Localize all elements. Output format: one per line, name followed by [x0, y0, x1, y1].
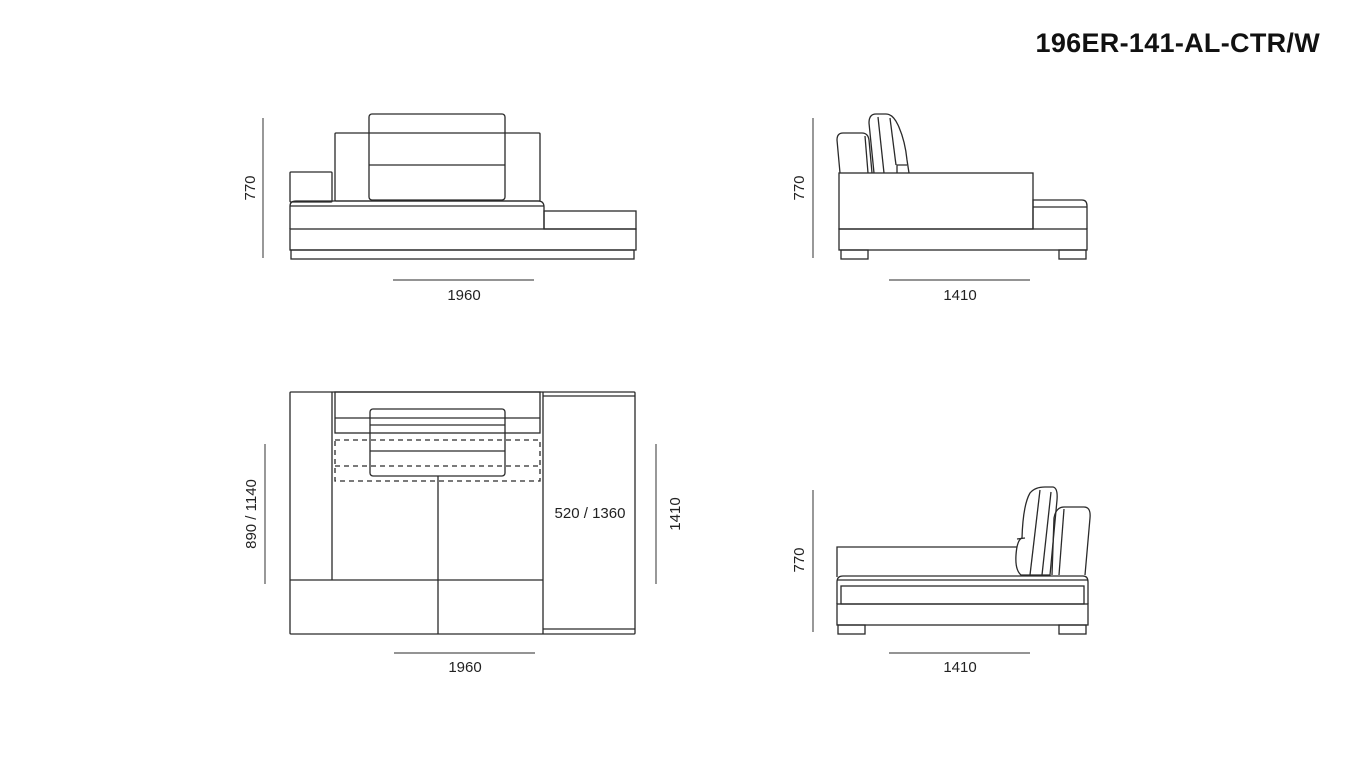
foot [1058, 624, 1087, 635]
chaise [1032, 199, 1088, 229]
armrest [289, 171, 333, 203]
foot [1058, 249, 1087, 260]
height-label: 770 [791, 547, 808, 572]
foot [837, 624, 866, 635]
foot [840, 249, 869, 260]
front-view: 770 1960 [242, 113, 637, 304]
chaise-seat [543, 210, 637, 230]
chaise-dimension-label: 520 / 1360 [555, 505, 626, 522]
seat-panel [840, 585, 1085, 605]
height-label: 770 [791, 175, 808, 200]
width-label: 1960 [448, 659, 481, 676]
back-cushion [334, 132, 541, 202]
base [836, 603, 1089, 626]
back-cushion [334, 391, 541, 434]
headrest-cushion [368, 113, 506, 201]
width-label: 1960 [447, 287, 480, 304]
body [838, 172, 1034, 230]
side-view-bottom: 770 1410 [791, 486, 1091, 676]
headrest-cushion [1015, 486, 1058, 576]
headrest-cushion [868, 113, 910, 174]
back-rail [836, 546, 1017, 577]
plinth [290, 249, 635, 260]
height-label: 770 [242, 175, 259, 200]
back-cushion [836, 132, 873, 174]
width-label: 1410 [943, 659, 976, 676]
base [838, 228, 1088, 251]
depth-label: 890 / 1140 [243, 479, 260, 549]
side-view-top: 770 1410 [791, 113, 1088, 304]
base [289, 228, 637, 251]
model-code-title: 196ER-141-AL-CTR/W [1035, 28, 1320, 58]
width-label: 1410 [943, 287, 976, 304]
back-cushion [1051, 506, 1091, 576]
extended-position-outline [334, 439, 541, 482]
plan-view: 520 / 1360 890 / 1140 1410 1960 [243, 391, 684, 676]
depth-label-right: 1410 [667, 497, 684, 530]
seat [289, 200, 545, 229]
